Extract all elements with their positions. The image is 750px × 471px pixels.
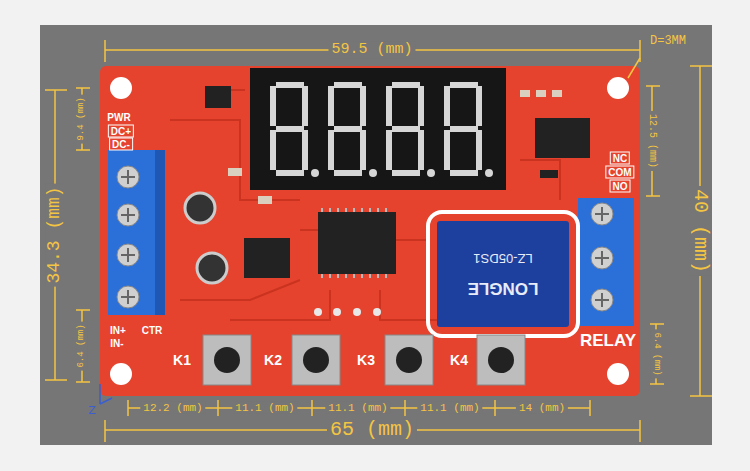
terminal-side [155, 150, 165, 315]
relay-brand: LONGLE [468, 278, 539, 298]
relay-terminal-screws [591, 203, 613, 311]
dimension-spacing: 11.1 (mm) [325, 402, 390, 414]
push-buttons [203, 335, 525, 385]
display-digit [328, 82, 377, 177]
dimension-terminal: 34.3 (mm) [45, 183, 65, 286]
hole-diameter: D=3MM [647, 35, 689, 48]
pin-label: CTR [142, 325, 163, 336]
axis-mark [100, 384, 112, 404]
input-terminal-block [108, 150, 163, 315]
optocoupler [535, 118, 590, 158]
seven-segment-display [250, 68, 506, 190]
main-chip [318, 212, 396, 274]
chip-pins [322, 208, 386, 278]
relay-label: RELAY [580, 332, 636, 351]
regulator [205, 86, 231, 108]
dimension-offset: 6.4 (mm) [651, 329, 661, 378]
smd-parts [228, 90, 562, 204]
dimension-spacing: 14 (mm) [516, 402, 568, 414]
capacitors [185, 193, 227, 283]
display-digit [444, 82, 493, 177]
button-label: K4 [450, 353, 468, 368]
dimension-offset: 9.4 (mm) [77, 94, 87, 143]
dimension-offset: 6.4 (mm) [77, 321, 87, 370]
header-pads [314, 308, 381, 316]
dimension-spacing: 12.2 (mm) [140, 402, 205, 414]
pin-label: DC+ [108, 125, 134, 138]
photo-ground [40, 25, 712, 445]
pcb-board [100, 66, 640, 396]
display-digit [386, 82, 435, 177]
dimension-length: 65 (mm) [327, 419, 417, 441]
button-label: K2 [264, 353, 282, 368]
small-chip [244, 238, 290, 278]
pin-label: NC [610, 152, 630, 165]
relay-body: LONGLE LZ-05DS1 [437, 221, 569, 327]
relay-model: LZ-05DS1 [473, 250, 532, 266]
dimension-width: 59.5 (mm) [328, 42, 415, 59]
dimension-spacing: 11.1 (mm) [417, 402, 482, 414]
relay-silk-outline [428, 212, 578, 336]
dimension-spacing: 11.1 (mm) [232, 402, 297, 414]
pin-label: IN- [110, 338, 123, 349]
dimension-lines [45, 40, 712, 442]
pin-label: PWR [107, 112, 130, 123]
display-digit [270, 82, 319, 177]
button-label: K1 [173, 353, 191, 368]
terminal-screws [117, 166, 139, 308]
pin-label: DC- [109, 138, 133, 151]
button-label: K3 [357, 353, 375, 368]
axis-label: Z [88, 405, 96, 417]
pin-label: COM [605, 166, 634, 179]
pin-label: IN+ [110, 325, 126, 336]
dimension-height: 40 (mm) [689, 186, 711, 276]
dimension-offset: 12.5 (mm) [647, 111, 658, 171]
diode [540, 170, 558, 178]
relay-terminal-block [578, 198, 634, 326]
pin-label: NO [610, 180, 631, 193]
